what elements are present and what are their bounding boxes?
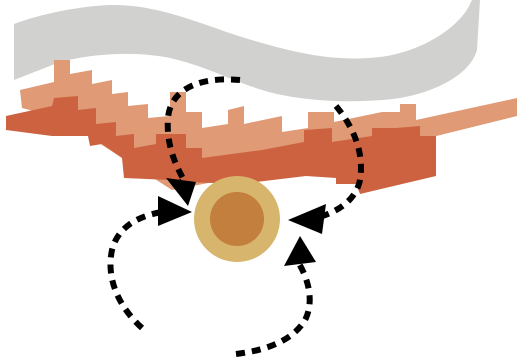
target-core bbox=[210, 192, 264, 246]
arrowhead-top bbox=[166, 178, 196, 206]
arrowhead-bottom bbox=[284, 236, 316, 266]
arrowhead-right bbox=[288, 204, 326, 234]
arrow-left bbox=[110, 211, 170, 328]
arrow-bottom bbox=[236, 262, 310, 354]
